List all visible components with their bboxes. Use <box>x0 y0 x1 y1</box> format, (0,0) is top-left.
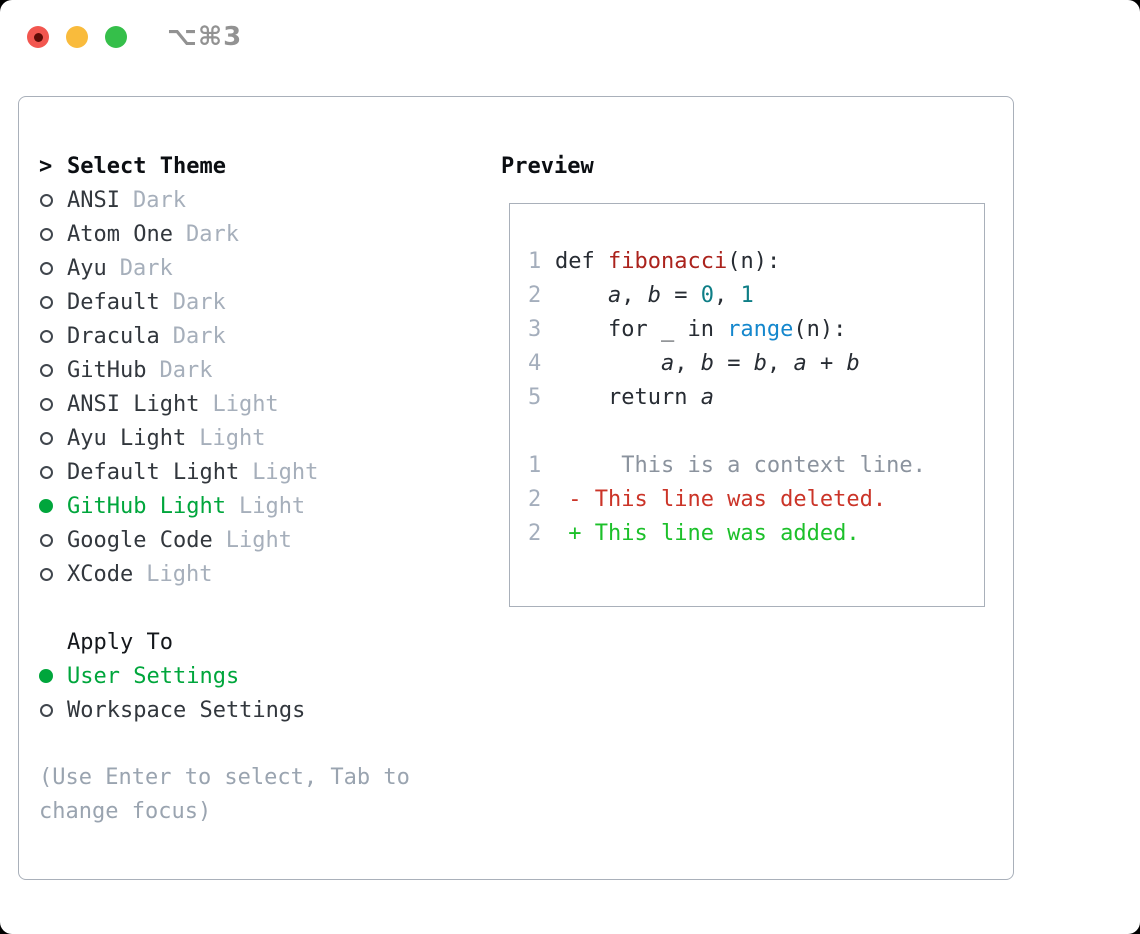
radio-icon <box>39 703 67 717</box>
theme-option[interactable]: XCode Light <box>39 557 318 591</box>
titlebar: ⌥⌘3 <box>0 0 1140 75</box>
line-number: 5 <box>528 384 542 410</box>
radio-icon <box>39 227 67 241</box>
traffic-light-close-button[interactable] <box>27 26 49 48</box>
theme-option[interactable]: Default Light Light <box>39 455 318 489</box>
apply-to-option[interactable]: User Settings <box>39 659 318 693</box>
preview-line: 2 + This line was added. <box>528 516 984 550</box>
option-label: GitHub <box>67 357 147 383</box>
preview-line: 2 - This line was deleted. <box>528 482 984 516</box>
option-label: GitHub Light <box>67 493 226 519</box>
option-label: Ayu Light <box>67 425 187 451</box>
code-text: This is a context line. <box>555 452 926 478</box>
theme-variant-tag: Light <box>146 561 213 587</box>
window-title-shortcut: ⌥⌘3 <box>167 22 243 52</box>
option-label: Dracula <box>67 323 160 349</box>
option-label: Workspace Settings <box>67 697 306 723</box>
radio-selected-icon <box>39 669 67 683</box>
theme-variant-tag: Light <box>225 527 292 553</box>
theme-variant-tag: Dark <box>159 357 213 383</box>
radio-icon <box>39 533 67 547</box>
preview-line <box>528 414 984 448</box>
option-label: Default Light <box>67 459 240 485</box>
code-text: for _ in range(n): <box>555 316 847 342</box>
preview-line: 4 a, b = b, a + b <box>528 346 984 380</box>
theme-option[interactable]: Google Code Light <box>39 523 318 557</box>
line-number: 1 <box>528 248 542 274</box>
radio-icon <box>39 261 67 275</box>
code-text: return a <box>555 384 714 410</box>
close-dot-icon <box>33 32 43 42</box>
option-label: Google Code <box>67 527 213 553</box>
theme-variant-tag: Light <box>252 459 319 485</box>
line-number: 2 <box>528 282 542 308</box>
preview-line: 3 for _ in range(n): <box>528 312 984 346</box>
radio-icon <box>39 193 67 207</box>
radio-icon <box>39 431 67 445</box>
option-label: User Settings <box>67 663 240 689</box>
code-text: - This line was deleted. <box>555 486 887 512</box>
theme-option[interactable]: Atom One Dark <box>39 217 318 251</box>
theme-variant-tag: Light <box>238 493 306 519</box>
theme-variant-tag: Light <box>199 425 266 451</box>
line-number: 1 <box>528 452 542 478</box>
radio-icon <box>39 397 67 411</box>
select-theme-header-row: > Select Theme <box>39 149 318 183</box>
traffic-light-zoom-button[interactable] <box>105 26 127 48</box>
help-text: (Use Enter to select, Tab to change focu… <box>39 765 410 824</box>
preview-line: 1 def fibonacci(n): <box>528 244 984 278</box>
line-number: 3 <box>528 316 542 342</box>
radio-icon <box>39 567 67 581</box>
code-text: a, b = b, a + b <box>660 350 860 376</box>
theme-option[interactable]: ANSI Dark <box>39 183 318 217</box>
radio-selected-icon <box>39 499 67 513</box>
line-number: 4 <box>528 350 542 376</box>
theme-option[interactable]: Ayu Dark <box>39 251 318 285</box>
traffic-light-minimize-button[interactable] <box>66 26 88 48</box>
preview-line: 5 return a <box>528 380 984 414</box>
theme-option[interactable]: GitHub Dark <box>39 353 318 387</box>
theme-variant-tag: Dark <box>132 187 186 213</box>
option-label: ANSI Light <box>67 391 200 417</box>
pointer-icon: > <box>39 153 53 179</box>
theme-option[interactable]: Default Dark <box>39 285 318 319</box>
option-label: Ayu <box>67 255 107 281</box>
theme-option[interactable]: GitHub Light Light <box>39 489 318 523</box>
theme-option[interactable]: Ayu Light Light <box>39 421 318 455</box>
select-theme-title: Select Theme <box>67 153 226 179</box>
preview-line: 1 This is a context line. <box>528 448 984 482</box>
line-number: 2 <box>528 486 542 512</box>
radio-icon <box>39 363 67 377</box>
preview-title: Preview <box>501 153 594 179</box>
apply-to-option[interactable]: Workspace Settings <box>39 693 318 727</box>
line-number: 2 <box>528 520 542 546</box>
option-label: ANSI <box>67 187 120 213</box>
theme-variant-tag: Dark <box>172 289 226 315</box>
theme-variant-tag: Dark <box>172 323 226 349</box>
theme-variant-tag: Dark <box>185 221 239 247</box>
spacer-row <box>39 591 318 625</box>
option-label: Default <box>67 289 160 315</box>
code-text: a, b = 0, 1 <box>607 282 754 308</box>
radio-icon <box>39 329 67 343</box>
apply-to-title: Apply To <box>67 629 173 655</box>
code-text: def fibonacci(n): <box>555 248 781 274</box>
theme-option[interactable]: ANSI Light Light <box>39 387 318 421</box>
theme-variant-tag: Light <box>212 391 279 417</box>
option-label: Atom One <box>67 221 173 247</box>
theme-variant-tag: Dark <box>119 255 173 281</box>
code-text: + This line was added. <box>555 520 860 546</box>
radio-icon <box>39 465 67 479</box>
apply-to-header-row: Apply To <box>39 625 318 659</box>
option-label: XCode <box>67 561 134 587</box>
preview-line: 2 a, b = 0, 1 <box>528 278 984 312</box>
theme-option[interactable]: Dracula Dark <box>39 319 318 353</box>
radio-icon <box>39 295 67 309</box>
